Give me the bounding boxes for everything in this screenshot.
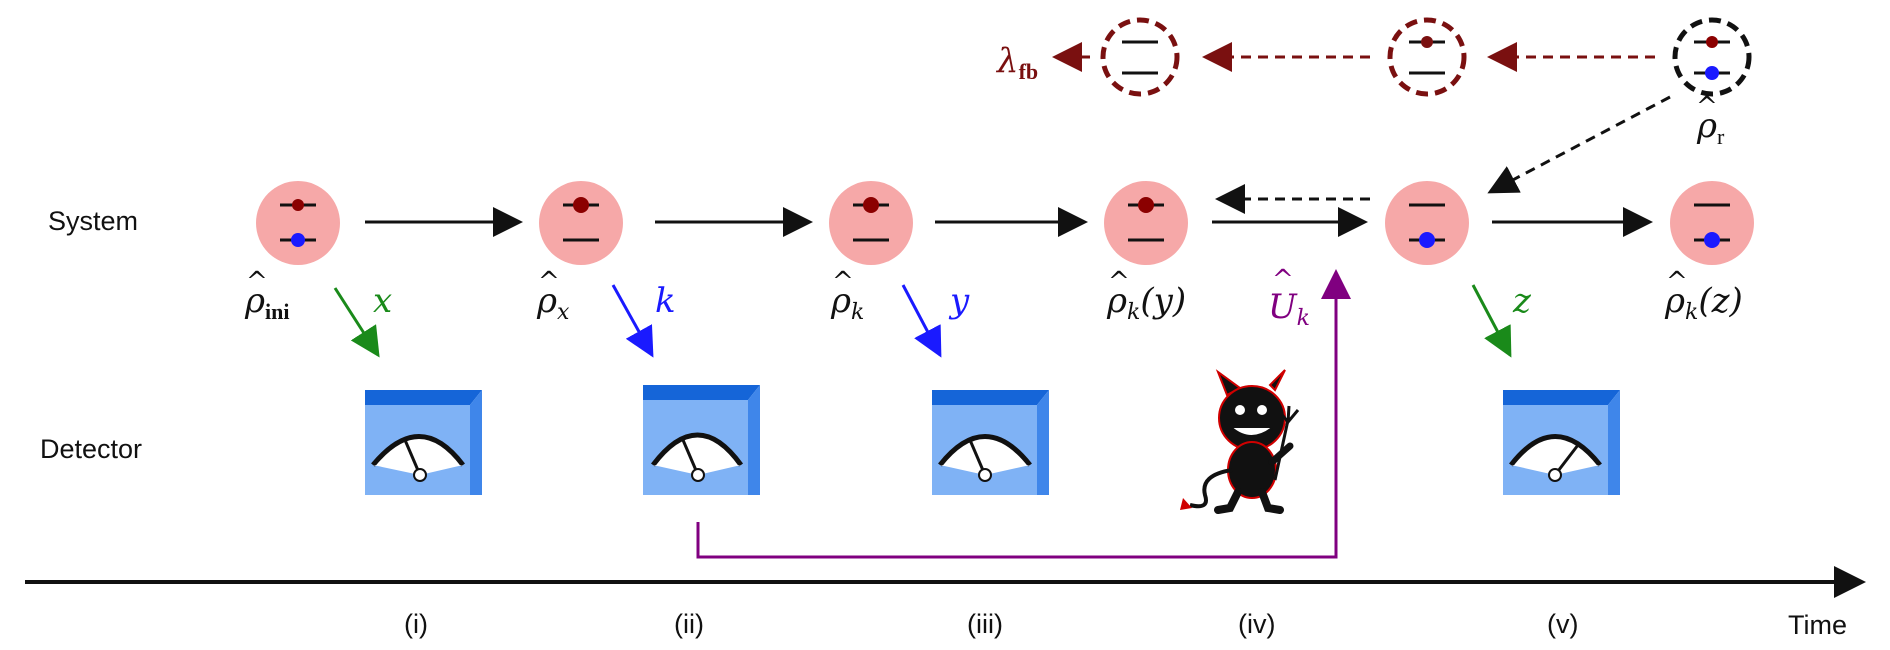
svg-text:ρk(z): ρk(z) bbox=[1664, 281, 1743, 325]
detector-row-label: Detector bbox=[40, 434, 142, 464]
svg-text:^: ^ bbox=[246, 267, 268, 297]
stage-label-i: (i) bbox=[404, 609, 428, 639]
measurement-arrow-k bbox=[611, 284, 654, 358]
state-label-k: ^ ρk bbox=[830, 267, 864, 325]
reservoir-circle-1 bbox=[1100, 17, 1180, 97]
reservoir-circle-2 bbox=[1387, 17, 1467, 97]
svg-text:^: ^ bbox=[1696, 92, 1718, 122]
svg-text:^: ^ bbox=[832, 267, 854, 297]
detector-meter-1 bbox=[365, 390, 482, 495]
svg-text:Uk: Uk bbox=[1268, 287, 1310, 331]
feedback-unitary-label: ^ Uk bbox=[1268, 265, 1310, 331]
system-row-label: System bbox=[48, 206, 138, 236]
feedback-output-label: λfb bbox=[995, 41, 1038, 84]
reservoir-circle-3 bbox=[1672, 17, 1752, 97]
system-state-5 bbox=[1385, 181, 1469, 265]
svg-text:^: ^ bbox=[1666, 267, 1688, 297]
reservoir-coupling-arrow bbox=[1487, 95, 1671, 194]
stage-label-ii: (ii) bbox=[674, 609, 704, 639]
svg-text:ρk(y): ρk(y) bbox=[1106, 281, 1186, 325]
measurement-arrow-z bbox=[1471, 284, 1512, 358]
demon-icon bbox=[1180, 369, 1300, 514]
detector-meter-4 bbox=[1503, 390, 1620, 495]
svg-text:ρx: ρx bbox=[536, 281, 570, 325]
time-axis-label: Time bbox=[1788, 610, 1847, 640]
system-state-3 bbox=[829, 181, 913, 265]
svg-text:^: ^ bbox=[1108, 267, 1130, 297]
system-state-6 bbox=[1670, 181, 1754, 265]
outcome-y: y bbox=[948, 281, 970, 321]
system-state-4 bbox=[1104, 181, 1188, 265]
svg-text:^: ^ bbox=[538, 267, 560, 297]
outcome-k: k bbox=[655, 281, 676, 321]
measurement-arrow-x bbox=[333, 287, 380, 358]
outcome-z: z bbox=[1512, 281, 1532, 321]
svg-text:^: ^ bbox=[1272, 265, 1294, 295]
feedback-line bbox=[696, 269, 1351, 559]
system-state-2 bbox=[539, 181, 623, 265]
reservoir-state-label: ^ ρr bbox=[1696, 92, 1725, 149]
svg-text:ρini: ρini bbox=[244, 281, 289, 324]
detector-meter-3 bbox=[932, 390, 1049, 495]
svg-text:ρk: ρk bbox=[830, 281, 864, 325]
svg-text:ρr: ρr bbox=[1696, 106, 1725, 149]
stage-label-v: (v) bbox=[1547, 609, 1578, 639]
state-label-k-y: ^ ρk(y) bbox=[1106, 267, 1186, 325]
stage-label-iii: (iii) bbox=[967, 609, 1003, 639]
measurement-arrow-y bbox=[901, 284, 942, 358]
stage-label-iv: (iv) bbox=[1238, 609, 1275, 639]
state-label-x: ^ ρx bbox=[536, 267, 570, 325]
state-label-ini: ^ ρini bbox=[244, 267, 289, 324]
state-label-k-z: ^ ρk(z) bbox=[1664, 267, 1743, 325]
detector-meter-2 bbox=[643, 385, 760, 495]
outcome-x: x bbox=[373, 281, 392, 321]
system-state-1 bbox=[256, 181, 340, 265]
